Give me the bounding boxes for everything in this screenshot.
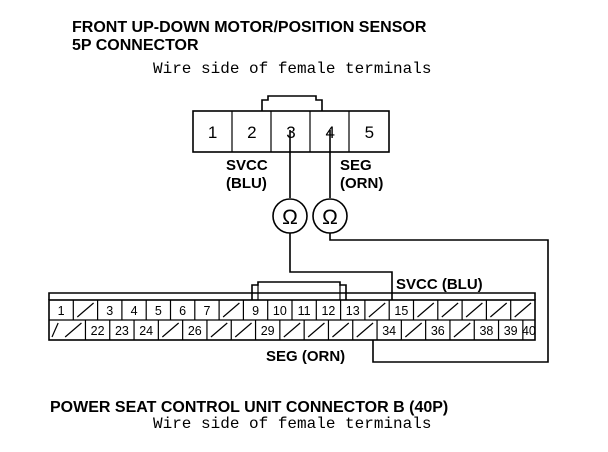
terminal-label: 5 — [155, 304, 162, 318]
terminal-label: 15 — [394, 304, 408, 318]
empty-terminal-slash — [64, 322, 82, 338]
bottom-connector-latch — [251, 281, 347, 300]
empty-terminal-slash — [234, 322, 252, 338]
terminal-label: 1 — [58, 304, 65, 318]
empty-terminal-slash — [76, 302, 94, 318]
empty-terminal-slash — [404, 322, 423, 338]
top-pin-label: 1 — [208, 123, 217, 142]
terminal-label: 22 — [91, 324, 105, 338]
empty-terminal-slash — [465, 302, 483, 318]
terminal-label: 26 — [188, 324, 202, 338]
empty-terminal-slash — [332, 322, 350, 338]
empty-terminal-slash — [514, 302, 532, 318]
svcc-label-line1: SVCC — [226, 157, 268, 174]
top-connector-subtitle: Wire side of female terminals — [153, 60, 431, 78]
ohmmeter-svcc: Ω — [272, 198, 308, 234]
top-connector-latch — [261, 95, 323, 111]
terminal-label: 4 — [131, 304, 138, 318]
bottom-connector-title: POWER SEAT CONTROL UNIT CONNECTOR B (40P… — [50, 399, 448, 416]
svcc-blu-wire — [289, 233, 393, 300]
terminal-label: 34 — [382, 324, 396, 338]
top-connector-title-line2: 5P CONNECTOR — [72, 37, 199, 54]
terminal-label: 7 — [203, 304, 210, 318]
empty-terminal-slash — [490, 302, 508, 318]
terminal-label: 23 — [115, 324, 129, 338]
empty-terminal-slash — [222, 302, 240, 318]
seg-label-line2: (ORN) — [340, 175, 383, 192]
empty-terminal-slash — [283, 322, 301, 338]
terminal-label: 3 — [106, 304, 113, 318]
svcc-blu-label: SVCC (BLU) — [396, 276, 483, 293]
bottom-connector-subtitle: Wire side of female terminals — [153, 415, 431, 433]
terminal-label: 9 — [252, 304, 259, 318]
terminal-label: 24 — [139, 324, 153, 338]
empty-terminal-slash — [307, 322, 325, 338]
terminal-label: 6 — [179, 304, 186, 318]
ohm-icon: Ω — [282, 206, 298, 229]
seg-orn-wire — [329, 233, 549, 363]
empty-terminal-slash — [417, 302, 435, 318]
empty-terminal-slash — [441, 302, 459, 318]
terminal-label: 12 — [321, 304, 335, 318]
terminal-label: 11 — [298, 304, 311, 318]
ohmmeter-seg: Ω — [312, 198, 348, 234]
terminal-label: 29 — [261, 324, 275, 338]
terminal-label: 40 — [522, 324, 536, 338]
empty-terminal-slash — [368, 302, 386, 318]
terminal-label: 13 — [346, 304, 360, 318]
empty-terminal-slash — [356, 322, 374, 338]
terminal-label: 38 — [479, 324, 493, 338]
empty-terminal-slash — [161, 322, 180, 338]
top-connector-title-line1: FRONT UP-DOWN MOTOR/POSITION SENSOR — [72, 19, 427, 36]
top-pin-label: 3 — [286, 123, 295, 142]
top-connector-housing — [192, 110, 390, 153]
terminal-label: 36 — [431, 324, 445, 338]
seg-orn-label: SEG (ORN) — [266, 348, 345, 365]
empty-terminal-slash — [210, 322, 228, 338]
terminal-label: 39 — [504, 324, 518, 338]
empty-terminal-slash — [51, 322, 59, 338]
terminal-label: 10 — [273, 304, 287, 318]
svcc-label-line2: (BLU) — [226, 175, 267, 192]
empty-terminal-slash — [453, 322, 471, 338]
ohm-icon: Ω — [322, 206, 338, 229]
seg-label-line1: SEG — [340, 157, 372, 174]
bottom-connector-top-flange — [48, 292, 536, 300]
top-pin-label: 2 — [247, 123, 256, 142]
top-pin-label: 5 — [365, 123, 374, 142]
